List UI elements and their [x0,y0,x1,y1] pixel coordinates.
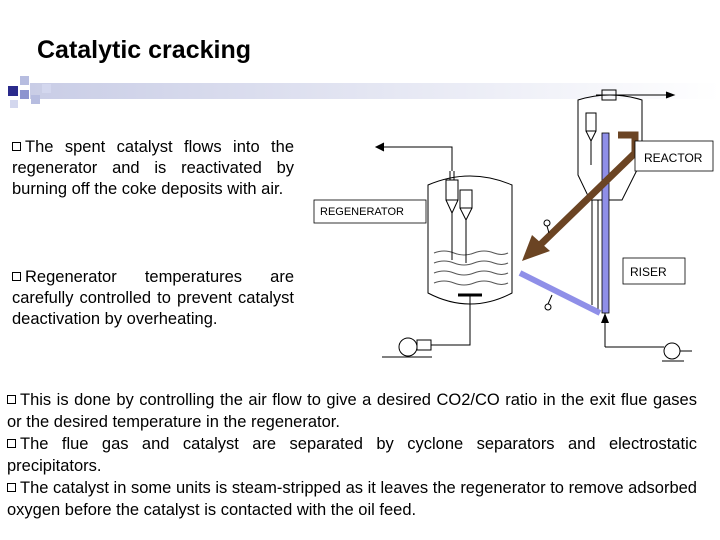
air-blower [382,310,471,358]
reactor-vessel [577,89,676,201]
checkbox-bullet-icon [7,395,16,404]
bullet-flue-gas: The flue gas and catalyst are separated … [7,435,697,475]
svg-text:REACTOR: REACTOR [644,151,703,165]
checkbox-bullet-icon [7,439,16,448]
svg-text:RISER: RISER [630,265,667,279]
bottom-bullets: This is done by controlling the air flow… [7,389,697,521]
stripper-section [591,200,599,310]
bullet-spent-catalyst: The spent catalyst flows into the regene… [12,138,294,198]
fcc-process-diagram: REACTOR REGENERATOR RISER [313,89,714,362]
label-regenerator: REGENERATOR [313,199,427,224]
title-decoration [8,76,720,108]
slide-valve-icons [543,219,553,311]
bullet-air-flow: This is done by controlling the air flow… [7,391,697,431]
riser-pipe [518,132,655,348]
feed-pump [655,342,692,362]
label-riser: RISER [622,257,686,285]
checkbox-bullet-icon [12,272,21,281]
checkbox-bullet-icon [12,142,21,151]
regenerator-vessel [427,171,513,310]
slide-title: Catalytic cracking [37,36,251,64]
label-reactor: REACTOR [634,140,714,172]
flue-gas-line [374,142,453,171]
bullet-regenerator-temperature: Regenerator temperatures are carefully c… [12,268,294,328]
svg-text:REGENERATOR: REGENERATOR [320,206,404,218]
checkbox-bullet-icon [7,483,16,492]
bullet-steam-stripped: The catalyst in some units is steam-stri… [7,479,697,519]
